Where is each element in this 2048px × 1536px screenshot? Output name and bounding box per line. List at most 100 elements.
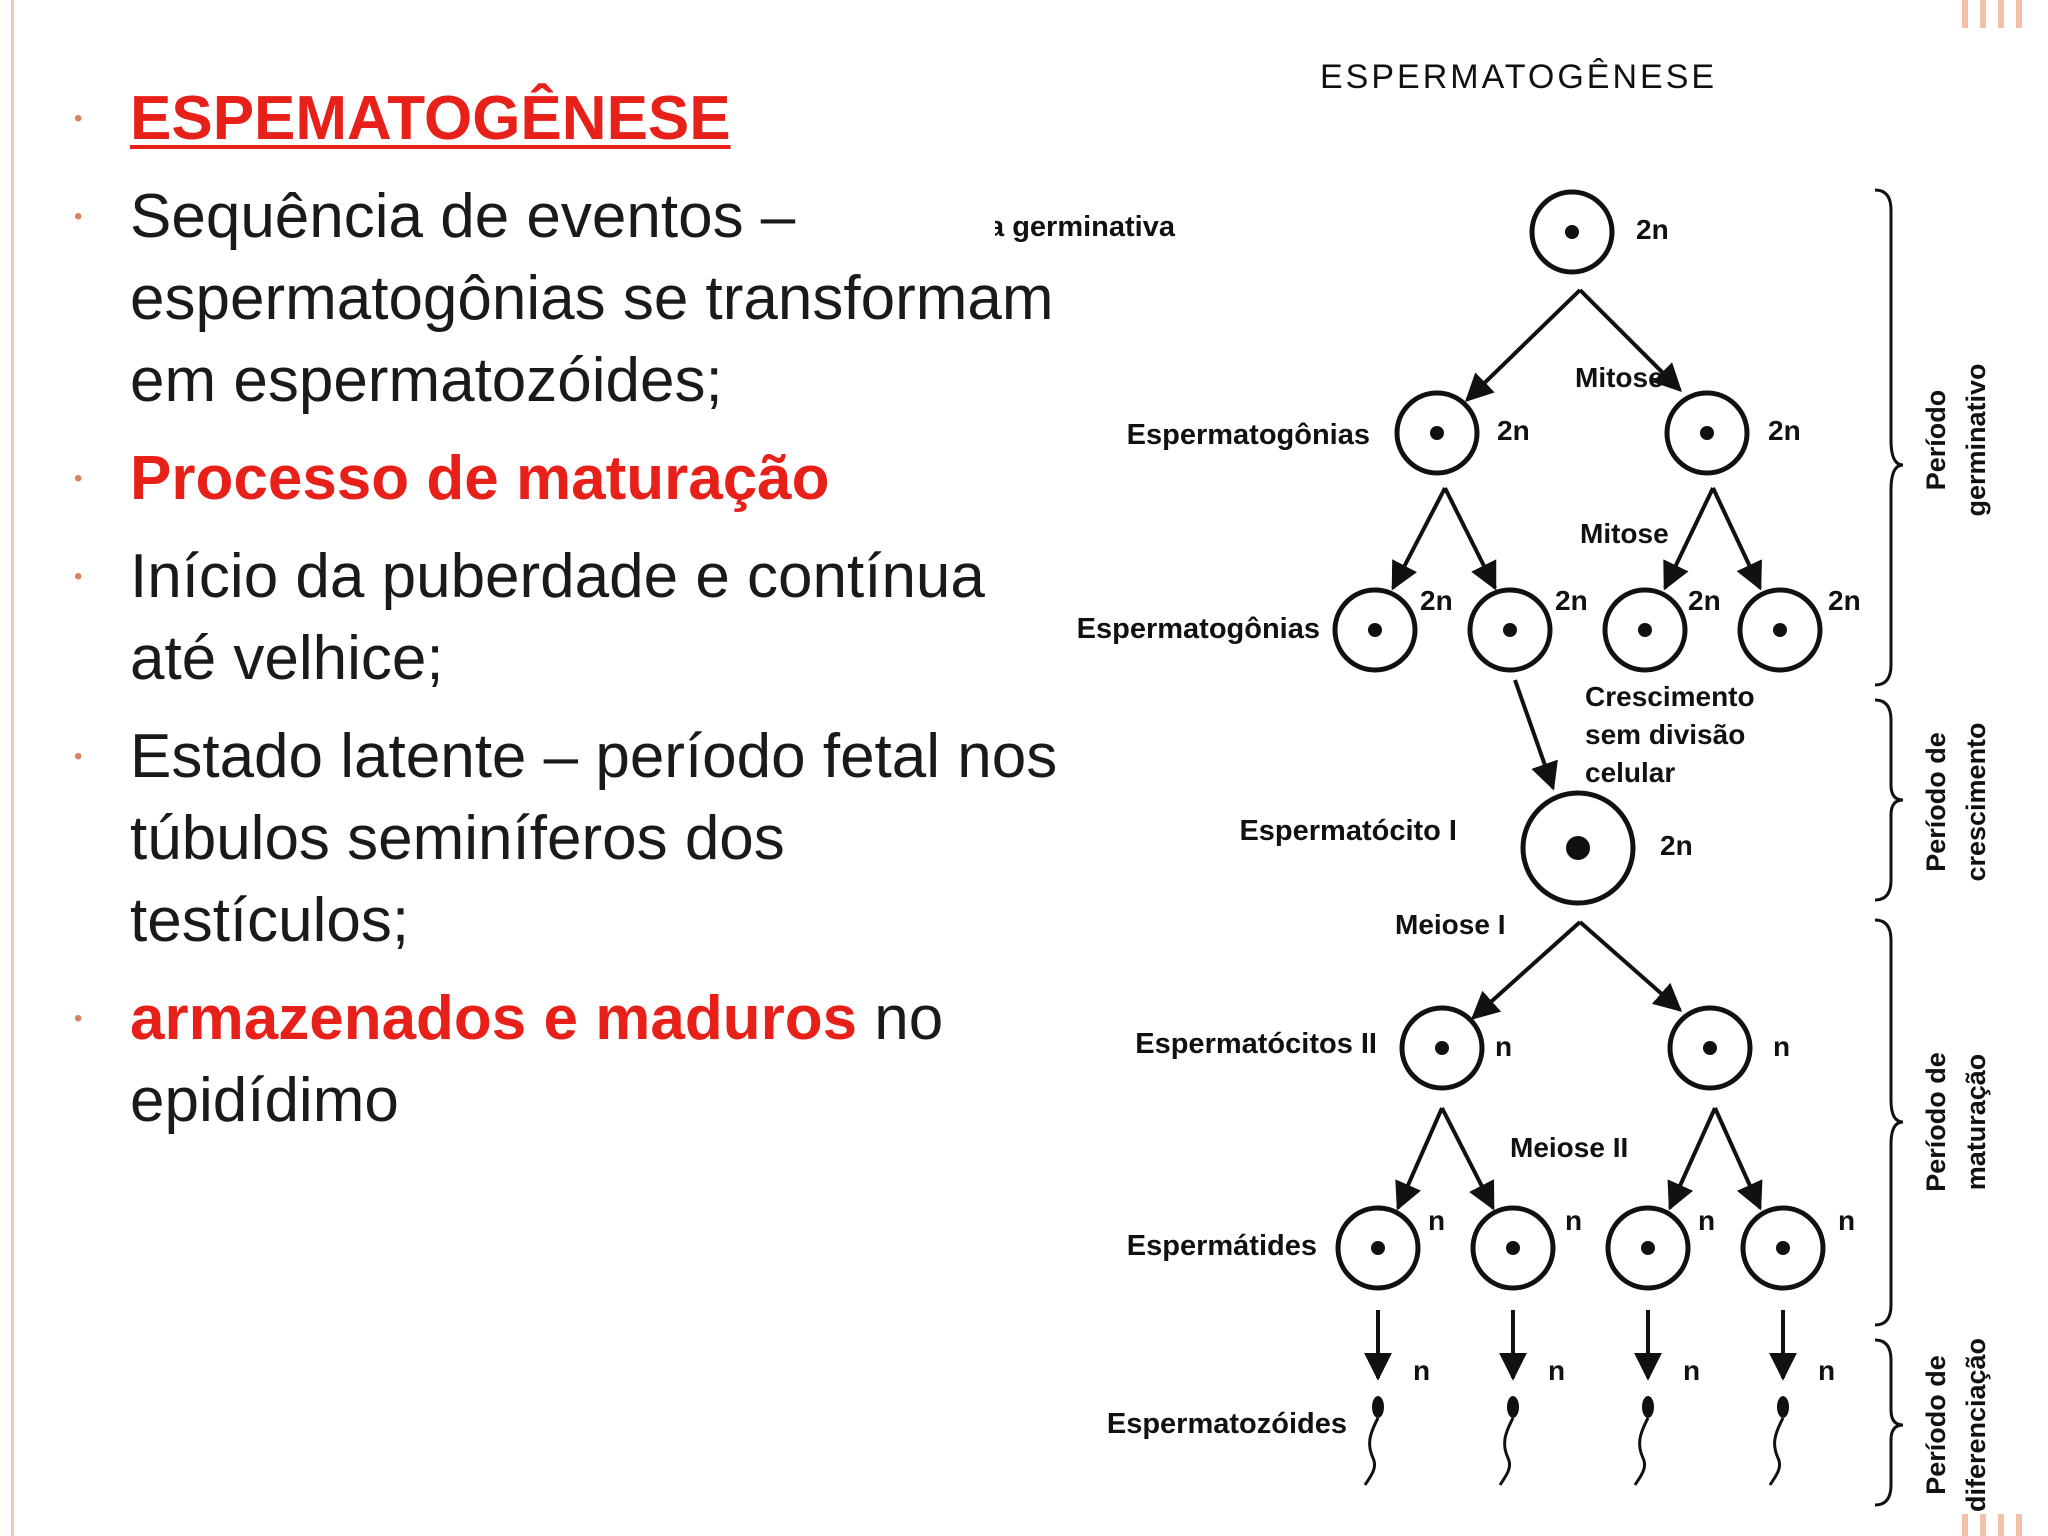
- label-meiose-2: Meiose II: [1510, 1132, 1628, 1163]
- label-celula-germinativa: Célula germinativa: [995, 211, 1176, 243]
- label-espermatides: Espermátides: [1127, 1230, 1317, 1262]
- label-sem-divisao: sem divisão: [1585, 719, 1745, 750]
- bullet-text-highlight: Processo de maturação: [130, 444, 830, 513]
- ploidy-label: n: [1698, 1205, 1715, 1236]
- bullet-text: Início da puberdade e contínua até velhi…: [130, 542, 985, 693]
- cell-spermatocyte-2: [1399, 1005, 1485, 1091]
- ploidy-label: n: [1413, 1355, 1430, 1386]
- ploidy-label: n: [1495, 1031, 1512, 1062]
- period-differentiation-label-2: diferenciação: [1961, 1338, 1991, 1512]
- brace-period-growth: [1874, 698, 1904, 902]
- diagram-title: ESPERMATOGÊNESE: [1320, 58, 1717, 96]
- arrow-meiosis: [1470, 920, 1582, 1020]
- ploidy-label: n: [1683, 1355, 1700, 1386]
- ploidy-label: n: [1818, 1355, 1835, 1386]
- cell-spermatocyte-2: [1667, 1005, 1753, 1091]
- bullet-text: Sequência de eventos – espermatogônias s…: [130, 182, 1054, 415]
- bullet-dot-icon: •: [74, 563, 83, 590]
- slide-frame-left: [0, 0, 14, 1536]
- brace-period-differentiation: [1874, 1338, 1904, 1507]
- cell-spermatid: [1740, 1205, 1826, 1291]
- slide-frame-corner-bottom: [1962, 1514, 2048, 1536]
- arrow-growth: [1513, 679, 1558, 791]
- arrow-meiosis: [1395, 1107, 1444, 1211]
- arrow-meiosis: [1713, 1107, 1763, 1211]
- bullet-text: no epidídimo: [130, 984, 944, 1135]
- bullet-dot-icon: •: [74, 1005, 83, 1032]
- ploidy-label: n: [1565, 1205, 1582, 1236]
- period-differentiation-label-1: Período de: [1921, 1355, 1951, 1495]
- cell-spermatogonium: [1664, 390, 1750, 476]
- period-growth-label-2: crescimento: [1961, 722, 1991, 881]
- bullet-list: • ESPEMATOGÊNESE • Sequência de eventos – …: [70, 78, 1080, 1158]
- bullet-dot-icon: •: [74, 743, 83, 770]
- ploidy-label: 2n: [1828, 585, 1861, 616]
- ploidy-label: n: [1428, 1205, 1445, 1236]
- ploidy-label: 2n: [1768, 415, 1801, 446]
- sperm-icon: [1498, 1396, 1519, 1486]
- ploidy-label: 2n: [1660, 830, 1693, 861]
- arrow-mitosis: [1663, 487, 1715, 591]
- bullet-item: • Sequência de eventos – espermatogônias …: [70, 176, 1080, 422]
- period-growth-label-1: Período de: [1921, 732, 1951, 872]
- slide-title: ESPEMATOGÊNESE: [130, 84, 731, 153]
- cell-spermatogonium: [1602, 587, 1688, 673]
- arrow-meiosis: [1667, 1107, 1717, 1211]
- cell-spermatogonium: [1737, 587, 1823, 673]
- sperm-icon: [1633, 1396, 1654, 1486]
- label-espermatocito-1: Espermatócito I: [1239, 815, 1457, 847]
- bullet-item: • Processo de maturação: [70, 438, 1080, 520]
- ploidy-label: 2n: [1688, 585, 1721, 616]
- arrow-meiosis: [1440, 1107, 1495, 1211]
- arrow-mitosis: [1443, 487, 1497, 591]
- cell-spermatocyte-1: [1520, 790, 1636, 906]
- period-germinative-label-2: germinativo: [1961, 363, 1991, 516]
- label-espermatogonias: Espermatogônias: [1127, 419, 1370, 451]
- arrow-mitosis: [1464, 288, 1582, 402]
- bullet-dot-icon: •: [74, 203, 83, 230]
- bullet-dot-icon: •: [74, 105, 83, 132]
- label-meiose-1: Meiose I: [1395, 909, 1505, 940]
- sperm-icon: [1768, 1396, 1789, 1486]
- arrow-mitosis: [1578, 288, 1682, 392]
- bullet-item: • Estado latente – período fetal nos túbu…: [70, 716, 1080, 962]
- ploidy-label: n: [1838, 1205, 1855, 1236]
- brace-period-maturation: [1874, 918, 1904, 1327]
- bullet-dot-icon: •: [74, 465, 83, 492]
- ploidy-label: n: [1773, 1031, 1790, 1062]
- period-maturation-label-2: maturação: [1961, 1054, 1991, 1191]
- arrow-mitosis: [1391, 487, 1447, 591]
- brace-period-germinative: [1874, 188, 1904, 687]
- label-espermatocitos-2: Espermatócitos II: [1135, 1028, 1377, 1060]
- cell-spermatogonium: [1394, 390, 1480, 476]
- ploidy-label: 2n: [1497, 415, 1530, 446]
- cell-spermatid: [1605, 1205, 1691, 1291]
- arrow-meiosis: [1578, 920, 1683, 1012]
- ploidy-label: 2n: [1420, 585, 1453, 616]
- ploidy-label: 2n: [1636, 214, 1669, 245]
- sperm-icon: [1363, 1396, 1384, 1486]
- spermatogenesis-diagram: ESPERMATOGÊNESE Célula germinativa Esper…: [995, 58, 1991, 1512]
- bullet-text: Estado latente – período fetal nos túbul…: [130, 722, 1058, 955]
- label-espermatozoides: Espermatozóides: [1107, 1408, 1347, 1440]
- ploidy-label: n: [1548, 1355, 1565, 1386]
- label-crescimento: Crescimento: [1585, 681, 1755, 712]
- label-mitose-1: Mitose: [1575, 362, 1664, 393]
- arrow-mitosis: [1711, 487, 1762, 591]
- label-espermatogonias-2: Espermatogônias: [1077, 613, 1320, 645]
- cell-germinative: [1529, 189, 1615, 275]
- slide-frame-corner-top: [1962, 0, 2048, 28]
- label-mitose-2: Mitose: [1580, 518, 1669, 549]
- bullet-item: • Início da puberdade e contínua até velh…: [70, 536, 1080, 700]
- bullet-item: • ESPEMATOGÊNESE: [70, 78, 1080, 160]
- bullet-item: • armazenados e maduros no epidídimo: [70, 978, 1080, 1142]
- cell-spermatogonium: [1467, 587, 1553, 673]
- period-germinative-label-1: Período: [1921, 390, 1951, 491]
- ploidy-label: 2n: [1555, 585, 1588, 616]
- bullet-text-highlight: armazenados e maduros: [130, 984, 858, 1053]
- cell-spermatid: [1470, 1205, 1556, 1291]
- period-maturation-label-1: Período de: [1921, 1052, 1951, 1192]
- label-celular: celular: [1585, 757, 1675, 788]
- cell-spermatid: [1335, 1205, 1421, 1291]
- cell-spermatogonium: [1332, 587, 1418, 673]
